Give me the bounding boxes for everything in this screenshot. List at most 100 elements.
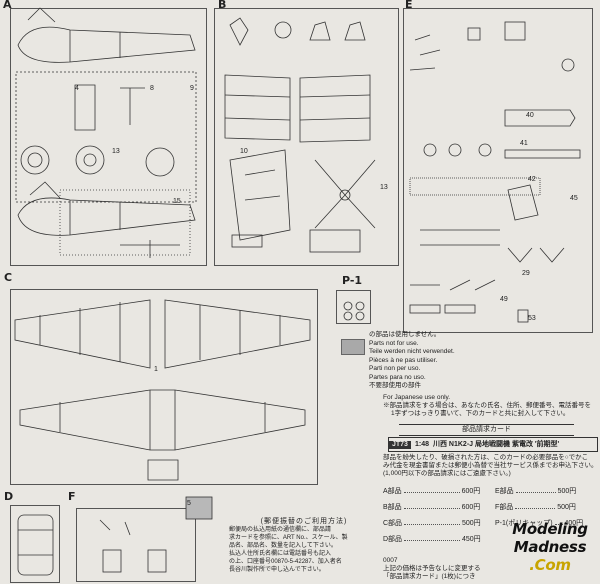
price-row: D部品 450円 <box>383 536 481 544</box>
cockpit-tub <box>229 149 291 241</box>
poly-cap-1 <box>343 301 353 311</box>
order-instruction-2: 1字ずつはっきり書いて、下のカードと共に封入して下さい。 <box>391 410 570 417</box>
postal-note-line: 郵便局の払込用紙の通信欄に、部品請 <box>229 527 331 533</box>
part-price: 600円 <box>461 504 481 511</box>
lower-wing <box>19 389 306 451</box>
part-price: 600円 <box>461 488 481 495</box>
order-card-title: 部品請求カード <box>399 424 574 436</box>
part-label: P-1(ポリキャップ) <box>495 520 553 527</box>
watermark-line-3: .Com <box>529 556 571 574</box>
postal-transfer-note: (郵便振替のご利用方法) 郵便局の払込用紙の通信欄に、部品請 求カードを参照に、… <box>229 518 379 574</box>
engine-front <box>20 145 50 175</box>
part-label: F部品 <box>495 504 514 511</box>
watermark-line-1: Modeling <box>512 520 588 538</box>
part-number: 1 <box>154 366 158 373</box>
wing-flap-left <box>224 74 291 141</box>
sprue-p1-frame <box>336 290 371 324</box>
wing-flap-right <box>299 74 371 143</box>
notice-de: Teile werden nicht verwendet. <box>369 348 455 355</box>
part-price: 500円 <box>557 488 577 495</box>
part-price: 400円 <box>564 520 584 527</box>
sprue-f-frame <box>76 508 196 582</box>
not-used-swatch <box>341 339 365 355</box>
sprue-f-label: F <box>68 490 76 503</box>
order-intro-2: み代金を現金書留または郵便小為替で当社サービス係までお申込下さい。 <box>383 462 598 469</box>
site-watermark: Modeling Madness .Com <box>500 520 600 582</box>
order-footer-2: 「部品請求カード」(1枚)につき <box>383 573 476 580</box>
sprue-e-frame <box>403 8 593 333</box>
japanese-only-note: For Japanese use only. <box>383 394 451 401</box>
part-label: E部品 <box>495 488 514 495</box>
part-number: 8 <box>150 85 154 92</box>
postal-note-line: 払込人住所氏名欄には電話番号も記入 <box>229 551 332 557</box>
part-number: 9 <box>190 85 194 92</box>
part-number: 13 <box>380 184 388 191</box>
sprue-e-label: E <box>405 0 413 11</box>
sprue-c-label: C <box>4 271 13 284</box>
sprue-c-frame <box>10 289 318 485</box>
sprue-a-label: A <box>3 0 12 11</box>
sprue-p1-label: P-1 <box>342 274 363 287</box>
part-number: 53 <box>528 315 536 322</box>
price-row: P-1(ポリキャップ) 400円 <box>495 520 583 528</box>
part-number: 49 <box>500 296 508 303</box>
postal-note-line: 求カードを参照に、ART No.、スケール、製 <box>229 535 348 541</box>
part-label: D部品 <box>383 536 403 543</box>
notice-en: Parts not for use. <box>369 339 419 347</box>
price-row: C部品 500円 <box>383 520 481 528</box>
propeller <box>314 159 376 229</box>
part-number: 41 <box>520 140 528 147</box>
sprue-d-frame <box>10 505 60 583</box>
sprue-a-frame <box>10 8 207 266</box>
fuselage-half-top <box>17 26 196 63</box>
product-code: JT73 <box>389 440 411 449</box>
order-intro-1: 部品を紛失したり、破損された方は、このカードの必要部品を○でかこ <box>383 454 589 461</box>
postal-note-title: (郵便振替のご利用方法) <box>260 518 348 525</box>
sprue-d-label: D <box>4 490 14 503</box>
notice-fr: Pièces à ne pas utiliser. <box>369 356 438 364</box>
part-price: 500円 <box>461 520 481 527</box>
postal-note-line: 長谷川製作所で申し込んで下さい。 <box>229 567 325 573</box>
part-number: 13 <box>112 148 120 155</box>
order-intro-3: (1,000円以下の部品請求にはご遠慮下さい。) <box>383 470 511 477</box>
part-number: 10 <box>240 148 248 155</box>
price-row: E部品 500円 <box>495 488 576 496</box>
part-number: 5 <box>187 500 191 507</box>
part-price: 450円 <box>461 536 481 543</box>
parts-order-card: For Japanese use only. ※部品請求をする場合は、あなたの氏… <box>383 394 598 582</box>
watermark-line-2: Madness <box>513 538 587 556</box>
product-scale: 1:48 <box>414 440 429 448</box>
price-row: F部品 500円 <box>495 504 576 512</box>
notice-ja: の部品は使用しません。 <box>369 331 441 338</box>
part-price: 500円 <box>557 504 576 511</box>
notice-it: Parti non per uso. <box>369 365 421 372</box>
upper-wing-right <box>164 299 311 369</box>
part-number: 42 <box>528 176 536 183</box>
order-footer-1: 上記の価格は予告なしに変更する <box>383 565 481 572</box>
part-number: 45 <box>570 195 578 202</box>
order-footer-number: 0007 <box>383 557 398 564</box>
engine-rear <box>75 145 105 175</box>
notice-ja-unused: 不要部使用の部件 <box>369 382 421 389</box>
sprue-b-label: B <box>218 0 227 11</box>
fuselage-half-bottom <box>17 197 196 236</box>
sprue-b-frame <box>214 8 399 266</box>
product-name: 川西 N1K2-J 局地戦闘機 紫電改 '前期型' <box>432 440 560 448</box>
upper-wing-left <box>14 299 151 369</box>
part-number: 15 <box>173 198 181 205</box>
part-label: A部品 <box>383 488 402 495</box>
postal-note-line: 品名、部品名、数量を記入して下さい。 <box>229 543 337 549</box>
product-code-row: JT73 1:48 川西 N1K2-J 局地戦闘機 紫電改 '前期型' <box>388 437 598 452</box>
part-number: 29 <box>522 270 530 277</box>
notice-es: Partes para no uso. <box>369 373 426 381</box>
postal-note-line: の上、口座番号00870-5-42287、加入者名 <box>229 559 342 565</box>
price-row: B部品 600円 <box>383 504 480 512</box>
part-label: B部品 <box>383 504 402 511</box>
part-number: 4 <box>75 85 79 92</box>
part-number: 40 <box>526 112 534 119</box>
part-label: C部品 <box>383 520 403 527</box>
order-instruction-1: ※部品請求をする場合は、あなたの氏名、住所、郵便番号、電話番号を <box>383 402 591 409</box>
price-row: A部品 600円 <box>383 488 480 496</box>
